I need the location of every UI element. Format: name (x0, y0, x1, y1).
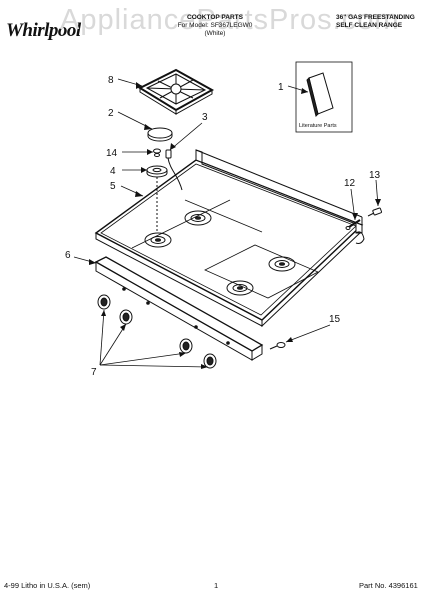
callout-5: 5 (110, 181, 116, 192)
callout-8: 8 (108, 75, 114, 86)
callout-14: 14 (106, 148, 118, 159)
callout-13: 13 (369, 170, 381, 181)
igniter-part[interactable] (165, 149, 183, 191)
surface-burner-rear-left (184, 210, 212, 226)
surface-burner-front-left (144, 232, 172, 248)
whirlpool-logo: Whirlpool (6, 20, 81, 41)
leader-lines (73, 78, 379, 368)
arrowheads (89, 82, 381, 369)
screw-part[interactable] (367, 207, 383, 217)
knob-part[interactable] (179, 338, 193, 354)
range-subtype: SELF CLEAN RANGE (336, 22, 403, 29)
hinge-part[interactable] (345, 219, 361, 230)
cooktop-panel[interactable] (94, 149, 365, 328)
literature-label: Literature Parts (299, 123, 337, 129)
model-number: For Model: SF367LEGW0 (177, 22, 253, 29)
callout-15: 15 (329, 314, 341, 325)
page-title: COOKTOP PARTS (187, 14, 243, 21)
callout-6: 6 (65, 250, 71, 261)
footer-litho: 4-99 Litho in U.S.A. (sem) (4, 581, 91, 590)
part-number: Part No. 4396161 (359, 581, 418, 590)
grate-part[interactable] (137, 68, 215, 115)
range-type: 36" GAS FREESTANDING (336, 14, 415, 21)
knob-part[interactable] (119, 309, 133, 325)
burner-cap-part[interactable] (147, 127, 173, 142)
knob-part[interactable] (97, 294, 111, 310)
callout-4: 4 (110, 166, 116, 177)
color-label: (White) (204, 30, 226, 37)
callout-2: 2 (108, 108, 114, 119)
callout-12: 12 (344, 178, 356, 189)
knob-part[interactable] (203, 353, 217, 369)
surface-burner-rear-right (268, 256, 296, 272)
page-number: 1 (214, 581, 219, 590)
orifice-part[interactable] (153, 148, 161, 154)
panel-screw-part[interactable] (269, 342, 286, 350)
burner-base-part[interactable] (146, 165, 168, 178)
callout-1: 1 (278, 82, 284, 93)
surface-burner-front-right (226, 280, 254, 296)
callout-3: 3 (202, 112, 208, 123)
manifold-panel[interactable] (94, 256, 264, 361)
literature-part[interactable] (295, 61, 353, 133)
watermark: AppliancePartsPros.com (60, 4, 400, 36)
callout-7: 7 (91, 367, 97, 378)
